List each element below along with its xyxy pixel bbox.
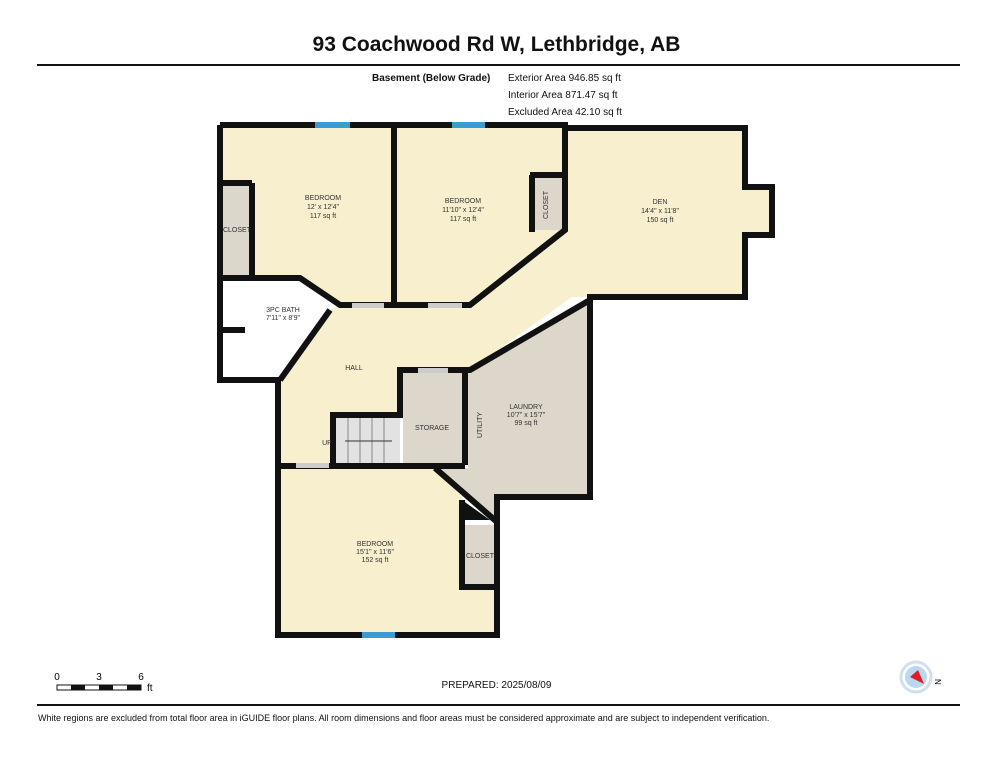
den-dims: 14'4" x 11'8" — [641, 208, 679, 215]
closet-2-label: CLOSET — [543, 190, 550, 219]
bedroom-1-name: BEDROOM — [305, 195, 341, 202]
bath-name: 3PC BATH — [266, 307, 300, 314]
laundry-area: 99 sq ft — [515, 420, 538, 427]
scale-tick-3: 3 — [96, 672, 102, 683]
laundry-name: LAUNDRY — [509, 404, 543, 411]
scale-unit: ft — [147, 683, 153, 694]
door-openings — [296, 303, 462, 468]
walls — [217, 122, 775, 638]
interior-area: Interior Area 871.47 sq ft — [508, 90, 618, 101]
closet-1-floor — [222, 183, 252, 276]
hall-floor — [278, 297, 572, 465]
compass-icon: N — [899, 660, 942, 694]
storage-label: STORAGE — [415, 425, 449, 432]
bedroom-1-floor — [220, 128, 392, 305]
floor-label: Basement (Below Grade) — [372, 73, 491, 84]
bedroom-2-area: 117 sq ft — [450, 216, 476, 223]
page-title: 93 Coachwood Rd W, Lethbridge, AB — [312, 33, 681, 56]
scale-tick-6: 6 — [138, 672, 144, 683]
bedroom-3-area: 152 sq ft — [362, 557, 389, 564]
prepared-date: PREPARED: 2025/08/09 — [441, 680, 552, 691]
bath-dims: 7'11" x 8'9" — [266, 315, 300, 322]
storage-floor — [403, 372, 463, 465]
disclaimer: White regions are excluded from total fl… — [38, 713, 770, 723]
excluded-area: Excluded Area 42.10 sq ft — [508, 107, 622, 118]
den-floor — [470, 128, 772, 305]
stair-treads — [345, 417, 392, 465]
den-name: DEN — [653, 199, 668, 206]
laundry-floor — [435, 302, 588, 520]
bedroom-3-name: BEDROOM — [357, 541, 393, 548]
stairs-up-label: UP — [322, 440, 332, 447]
scale-tick-0: 0 — [54, 672, 60, 683]
bedroom-2-dims: 11'10" x 12'4" — [442, 207, 484, 214]
laundry-dims: 10'7" x 15'7" — [507, 412, 546, 419]
den-area: 150 sq ft — [647, 217, 674, 224]
hall-label: HALL — [345, 365, 363, 372]
closet-2-floor — [532, 175, 562, 230]
bedroom-3-floor — [278, 468, 497, 635]
wall-corner — [462, 500, 490, 520]
bedroom-2-name: BEDROOM — [445, 198, 481, 205]
compass-north-label: N — [933, 679, 942, 685]
closet-1-label: CLOSET — [223, 227, 252, 234]
bedroom-1-area: 117 sq ft — [310, 213, 336, 220]
scale-bar: 0 3 6 ft — [54, 672, 153, 694]
bedroom-3-dims: 15'1" x 11'6" — [356, 549, 394, 556]
utility-label: UTILITY — [477, 412, 484, 438]
exterior-area: Exterior Area 946.85 sq ft — [508, 73, 621, 84]
header-divider — [37, 64, 960, 66]
footer-divider — [37, 704, 960, 706]
closet-3-label: CLOSET — [466, 553, 495, 560]
bedroom-1-dims: 12' x 12'4" — [307, 204, 340, 211]
closet-3-floor — [464, 525, 495, 585]
windows — [315, 122, 485, 638]
